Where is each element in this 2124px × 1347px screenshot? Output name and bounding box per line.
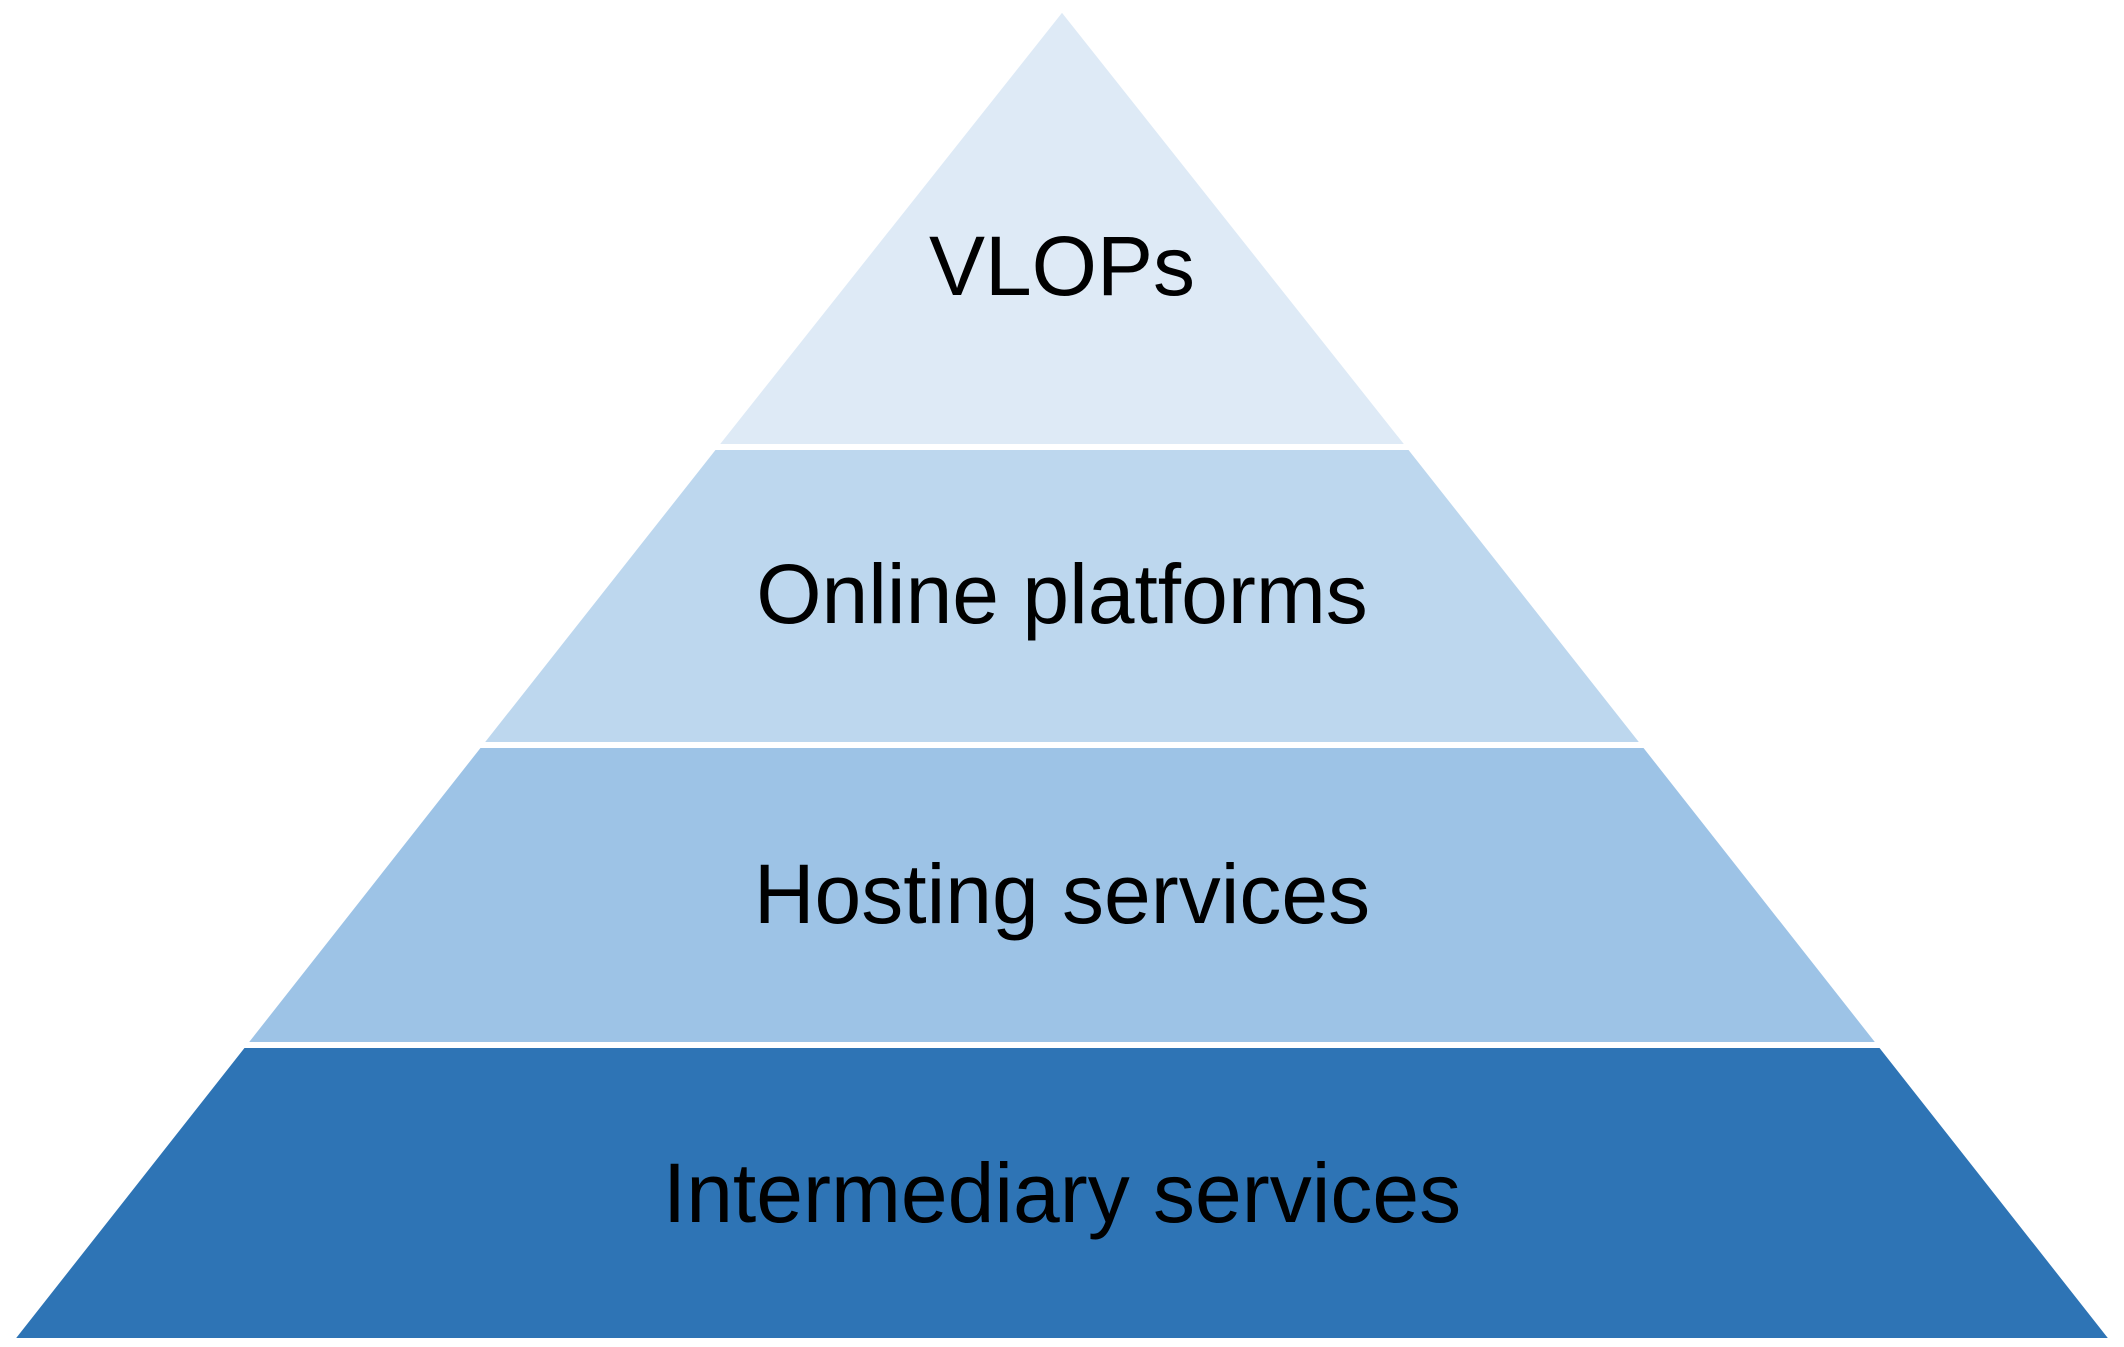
tier-vlops-label: VLOPs — [929, 219, 1195, 313]
tier-intermediary-services-label: Intermediary services — [663, 1146, 1461, 1240]
tier-intermediary-services-shape — [3, 1042, 2121, 1344]
tier-online-platforms-label: Online platforms — [756, 547, 1368, 641]
tier-hosting-services: Hosting services — [236, 742, 1888, 1048]
tier-intermediary-services: Intermediary services — [3, 1042, 2121, 1344]
tier-hosting-services-label: Hosting services — [754, 847, 1370, 941]
tier-online-platforms: Online platforms — [472, 444, 1652, 748]
tier-vlops: VLOPs — [707, 3, 1417, 450]
